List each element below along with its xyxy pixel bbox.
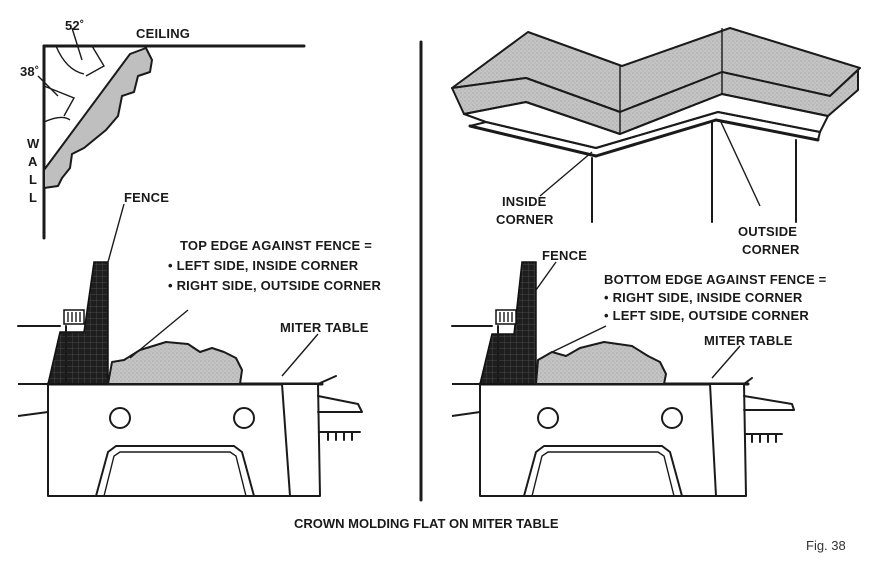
top-edge-line1: TOP EDGE AGAINST FENCE = xyxy=(180,238,372,253)
top-edge-line2: • LEFT SIDE, INSIDE CORNER xyxy=(168,258,359,273)
wall-letter-l2: L xyxy=(29,190,37,205)
angle-52-label: 52˚ xyxy=(65,18,84,33)
outside-corner-line1: OUTSIDE xyxy=(738,224,797,239)
inside-corner-line2: CORNER xyxy=(496,212,554,227)
corner-molding-view: INSIDE CORNER OUTSIDE CORNER xyxy=(451,27,861,257)
right-miter-table: FENCE BOTTOM EDGE AGAINST FENCE = • RIGH… xyxy=(451,248,827,497)
right-miter-table-label: MITER TABLE xyxy=(704,333,793,348)
left-fence-label: FENCE xyxy=(124,190,169,205)
outside-corner-line2: CORNER xyxy=(742,242,800,257)
right-fence-label: FENCE xyxy=(542,248,587,263)
bottom-edge-line2: • RIGHT SIDE, INSIDE CORNER xyxy=(604,290,803,305)
wall-ceiling-profile: 52˚ 38˚ CEILING W A L L xyxy=(20,18,306,240)
wall-letter-a: A xyxy=(28,154,38,169)
left-molding-flat xyxy=(107,341,243,385)
crown-molding-profile xyxy=(43,47,153,189)
inside-corner-line1: INSIDE xyxy=(502,194,547,209)
wall-letter-l1: L xyxy=(29,172,37,187)
left-miter-table-label: MITER TABLE xyxy=(280,320,369,335)
wall-letter-w: W xyxy=(27,136,40,151)
figure-caption: CROWN MOLDING FLAT ON MITER TABLE xyxy=(294,516,559,531)
bottom-edge-line1: BOTTOM EDGE AGAINST FENCE = xyxy=(604,272,827,287)
angle-38-label: 38˚ xyxy=(20,64,39,79)
ceiling-label: CEILING xyxy=(136,26,190,41)
figure-number: Fig. 38 xyxy=(806,538,846,553)
top-edge-line3: • RIGHT SIDE, OUTSIDE CORNER xyxy=(168,278,382,293)
left-miter-table: FENCE TOP EDGE AGAINST FENCE = • LEFT SI… xyxy=(17,190,382,497)
bottom-edge-line3: • LEFT SIDE, OUTSIDE CORNER xyxy=(604,308,809,323)
right-molding-flat xyxy=(535,341,667,385)
